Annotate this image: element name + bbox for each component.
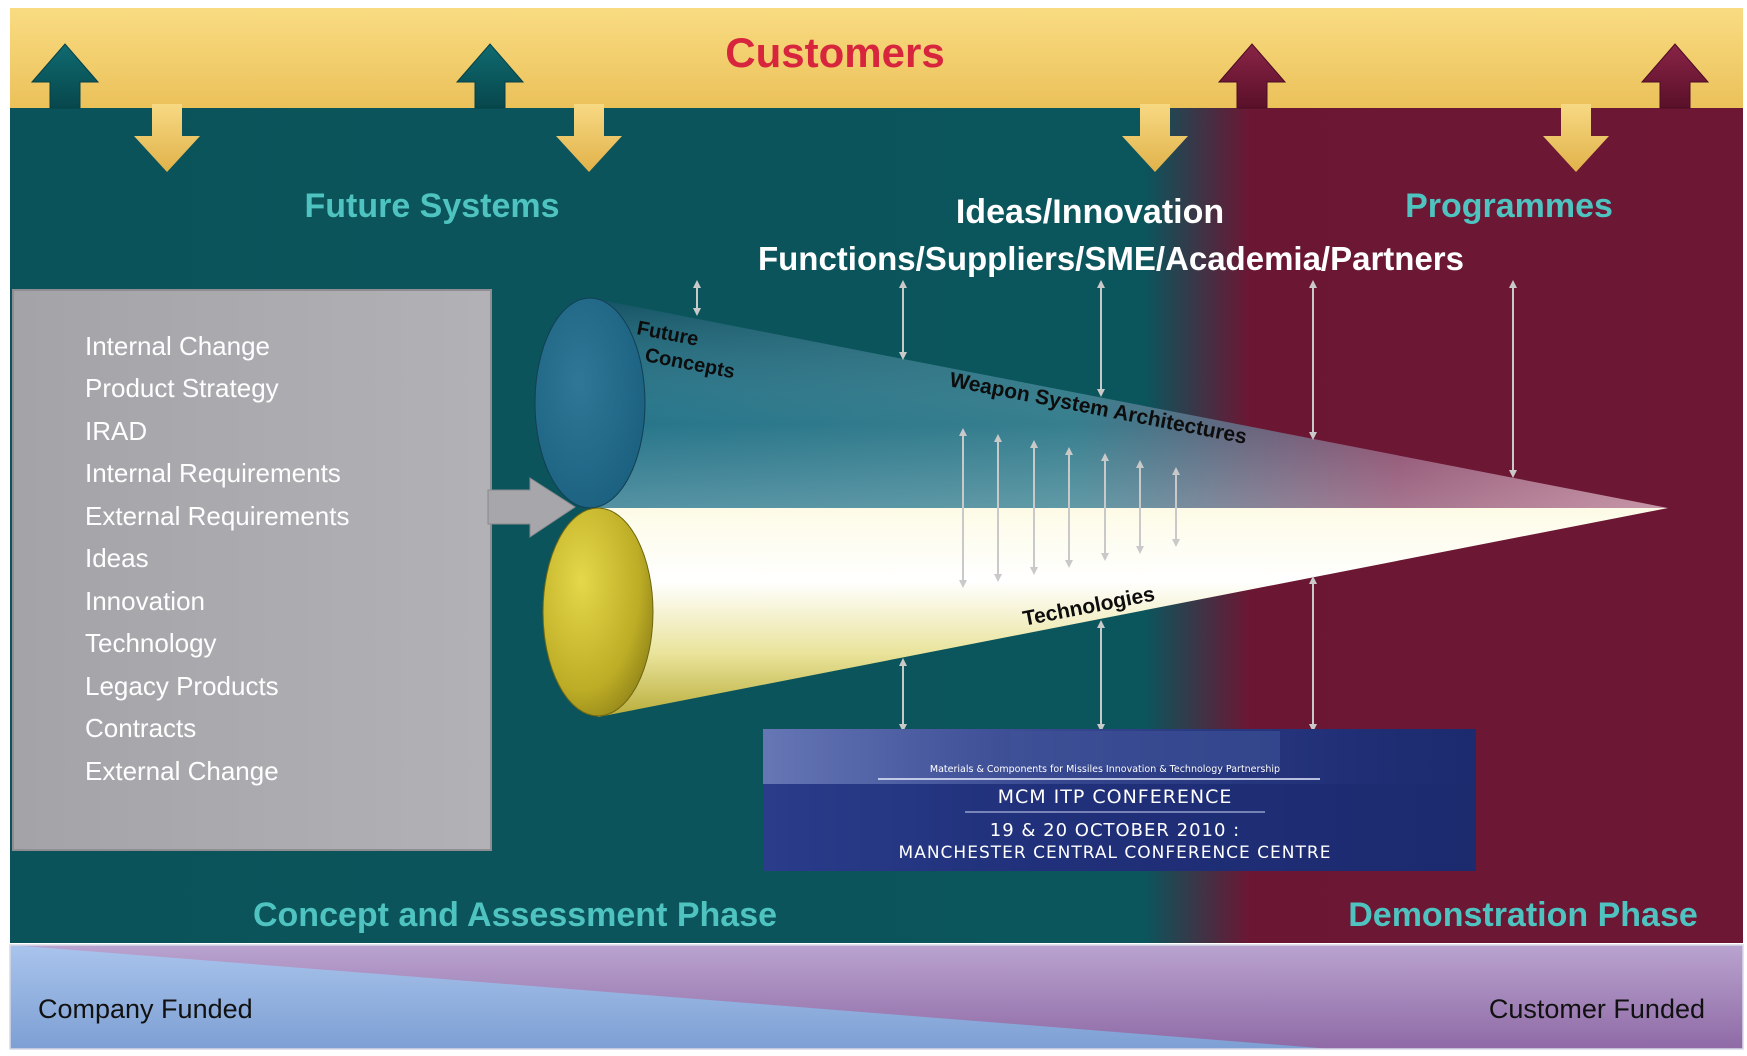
input-list: Internal Change Product Strategy IRAD In… [85,331,349,786]
right-arrow-icon [487,477,576,538]
up-arrow-icon [1217,43,1287,109]
list-item: Internal Requirements [85,458,341,488]
up-arrow-icon [30,43,100,109]
down-arrow-icon [556,104,622,172]
up-arrow-icon [1640,43,1710,109]
list-item: Technology [85,628,217,658]
list-item: External Change [85,756,279,786]
ideas-innovation-label: Ideas/Innovation [956,193,1224,231]
list-item: Innovation [85,586,205,616]
funding-bar [9,944,1744,1050]
conference-banner: Materials & Components for Missiles Inno… [763,729,1476,871]
banner-venue: MANCHESTER CENTRAL CONFERENCE CENTRE [899,843,1332,863]
programmes-label: Programmes [1405,187,1613,225]
customers-title: Customers [725,29,944,76]
down-arrow-icon [1543,104,1609,172]
banner-title: MCM ITP CONFERENCE [998,786,1233,808]
banner-dates: 19 & 20 OCTOBER 2010 : [990,820,1240,841]
banner-subtitle: Materials & Components for Missiles Inno… [930,764,1280,775]
demonstration-phase-label: Demonstration Phase [1348,896,1698,934]
company-funded-label: Company Funded [38,994,253,1024]
customer-funded-label: Customer Funded [1489,994,1705,1024]
down-arrow-icon [1122,104,1188,172]
functions-partners-label: Functions/Suppliers/SME/Academia/Partner… [758,240,1464,277]
up-arrow-icon [455,43,525,109]
list-item: Ideas [85,543,149,573]
technologies-cone [542,507,1668,717]
list-item: Legacy Products [85,671,279,701]
input-box [12,289,492,851]
list-item: Product Strategy [85,373,279,403]
future-concepts-cone [534,297,1668,509]
future-systems-label: Future Systems [304,187,559,225]
list-item: IRAD [85,416,147,446]
list-item: Internal Change [85,331,270,361]
concept-phase-label: Concept and Assessment Phase [253,896,777,934]
customers-band [10,8,1743,108]
down-arrow-icon [134,104,200,172]
list-item: External Requirements [85,501,349,531]
connector-arrows [693,280,1517,732]
list-item: Contracts [85,713,196,743]
